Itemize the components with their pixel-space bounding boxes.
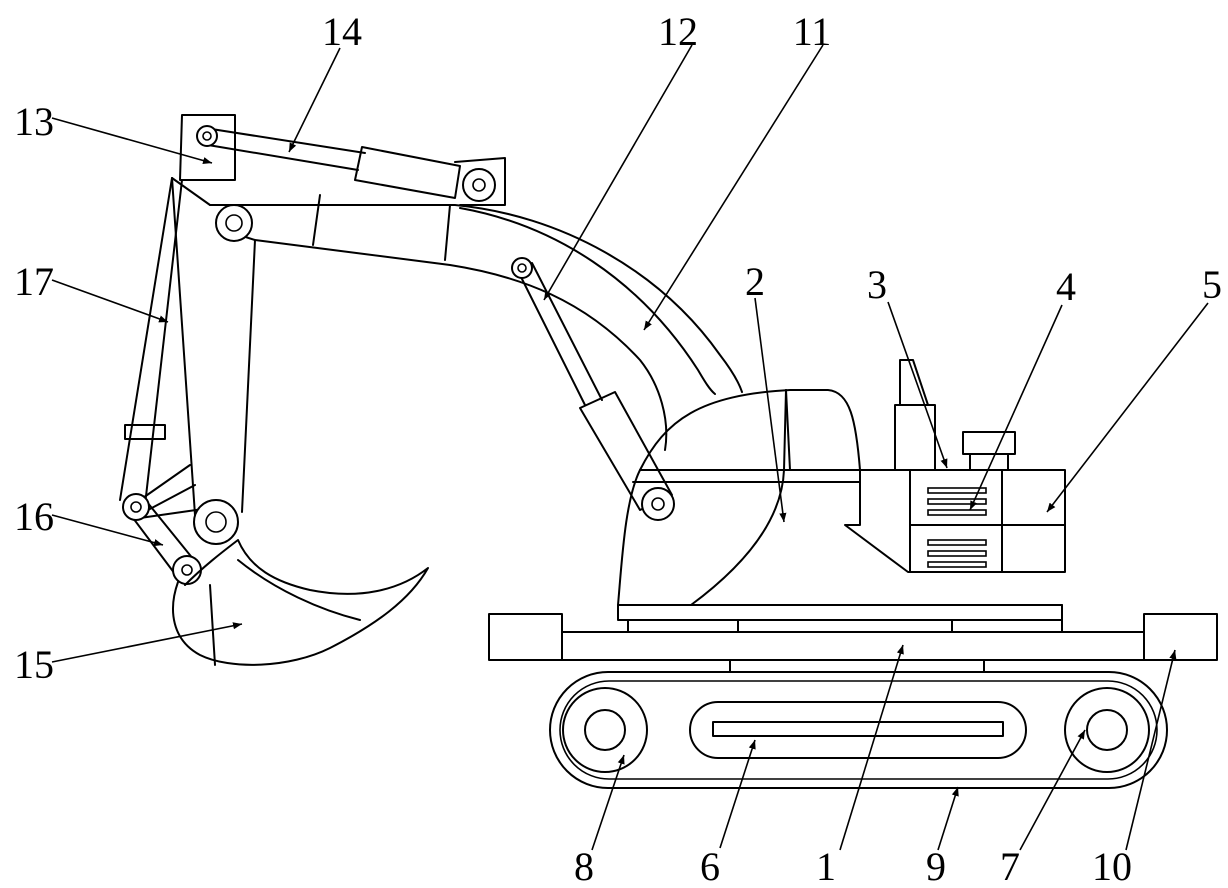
callout-9: 9 (926, 844, 946, 888)
leader-1 (839, 644, 904, 851)
callout-10: 10 (1092, 844, 1132, 888)
leader-13 (51, 117, 213, 165)
callout-8: 8 (574, 844, 594, 888)
control-box (844, 359, 1066, 573)
leader-4 (969, 304, 1063, 511)
upper-body (617, 389, 1063, 621)
leader-9 (937, 786, 959, 851)
leader-10 (1125, 649, 1177, 851)
leader-12 (543, 44, 693, 301)
leader-lines (51, 44, 1209, 851)
callout-17: 17 (14, 259, 54, 304)
right-end-block (1143, 613, 1218, 661)
callout-1: 1 (816, 844, 836, 888)
callout-5: 5 (1202, 262, 1222, 307)
leader-15 (51, 622, 243, 663)
leader-14 (288, 47, 341, 153)
callout-15: 15 (14, 642, 54, 687)
callout-14: 14 (322, 9, 362, 54)
boom-arm (209, 194, 743, 451)
crawler-track (549, 671, 1168, 789)
stick-arm (171, 114, 256, 516)
boom-cylinder (511, 257, 675, 521)
callout-13: 13 (14, 99, 54, 144)
left-end-block (488, 613, 563, 661)
undercarriage-base (488, 613, 1218, 673)
leader-7 (1019, 729, 1086, 851)
leader-16 (51, 514, 164, 547)
callout-4: 4 (1056, 264, 1076, 309)
leader-11 (643, 44, 824, 331)
vent-grille (927, 487, 987, 568)
leader-2 (754, 297, 787, 523)
track-frame-slot (689, 701, 1027, 759)
leader-5 (1046, 302, 1209, 513)
filler-cap (962, 431, 1016, 471)
idler-wheel (1064, 687, 1150, 773)
leader-8 (591, 754, 625, 851)
callout-16: 16 (14, 494, 54, 539)
exhaust-pipe (894, 359, 936, 471)
leader-6 (719, 739, 756, 849)
bucket (172, 539, 429, 666)
callout-labels: 1 2 3 4 5 6 7 8 9 10 11 12 13 14 15 16 1… (14, 9, 1222, 888)
callout-12: 12 (658, 9, 698, 54)
drive-wheel (562, 687, 648, 773)
stick-cylinder (196, 125, 506, 206)
callout-3: 3 (867, 262, 887, 307)
callout-6: 6 (700, 844, 720, 888)
leader-17 (51, 279, 169, 323)
callout-11: 11 (793, 9, 832, 54)
bucket-cylinder (119, 177, 196, 511)
callout-2: 2 (745, 259, 765, 304)
bucket-linkage (122, 493, 239, 585)
callout-7: 7 (1000, 844, 1020, 888)
leader-3 (887, 301, 948, 469)
track-frame-bar (712, 721, 1004, 737)
